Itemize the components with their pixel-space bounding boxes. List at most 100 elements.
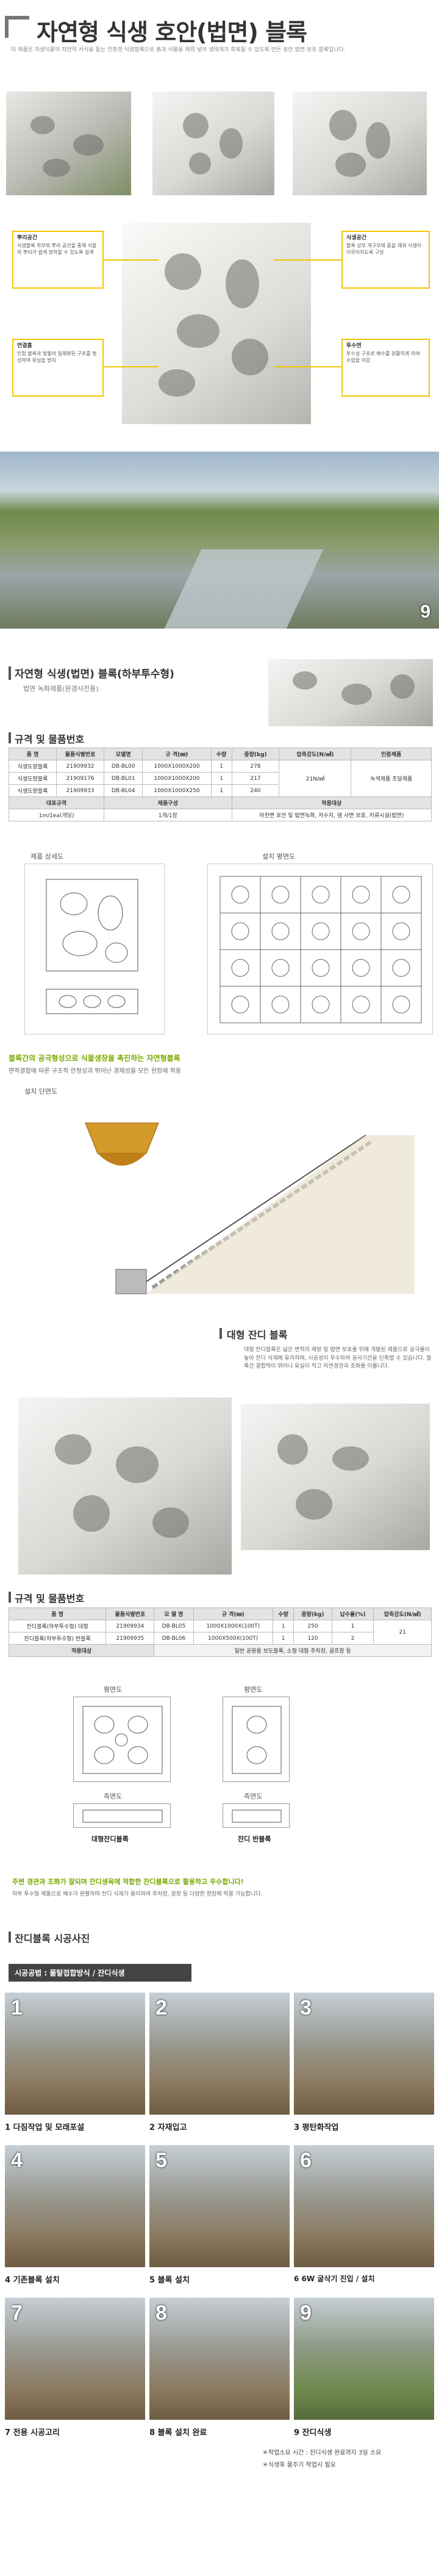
cell: 1000X1000X200	[142, 760, 212, 773]
spec2-h7: 압축강도(N/㎟)	[373, 1607, 432, 1620]
section3-title: 잔디블록 시공사진	[15, 1933, 90, 1944]
plan1-svg	[82, 1706, 163, 1774]
cell: 21909935	[105, 1632, 155, 1645]
photo-caption-7: 7 전용 시공고리	[5, 2428, 60, 2437]
section2-title: 대형 잔디 블록	[227, 1329, 288, 1341]
photo-number: 4	[11, 2149, 23, 2172]
callout-root-space: 뿌리공간 식생블록 하부의 뿌리 공간을 통해 식물의 뿌리가 쉽게 정착할 수…	[12, 231, 104, 289]
apply-head-0: 대표규격	[8, 796, 105, 809]
table-row: 식생도량블록 21909933 DB-BL04 1000X1000X250 1 …	[8, 784, 432, 797]
side2-svg	[232, 1809, 282, 1823]
drawing-install-label: 설치 평면도	[262, 853, 296, 860]
cell: 217	[231, 772, 280, 785]
drawing-install-svg	[220, 876, 422, 1023]
photo-number: 8	[155, 2301, 167, 2325]
spec1-h2: 모델명	[104, 748, 143, 760]
site-photo-1: 1	[5, 1993, 145, 2115]
spec2-table: 품 명 물품식별번호 모 델 명 규 격(㎜) 수량 중량(kg) 납수율(%)…	[8, 1607, 432, 1657]
spec1-h0: 품 명	[8, 748, 57, 760]
cell: 240	[231, 784, 280, 797]
side2-drawing	[223, 1803, 290, 1828]
spec1-strength: 21N/㎟	[279, 760, 352, 797]
spec2-apply-value: 일반 공원용 보도블록, 소형 대형 주차장, 골프장 등	[154, 1644, 432, 1657]
section1-bar	[9, 666, 11, 680]
photo-caption-9: 9 잔디식생	[294, 2428, 332, 2437]
callout-permeable-title: 투수면	[346, 343, 362, 349]
section1-title: 자연형 식생(법면) 블록(하부투수형)	[15, 668, 174, 680]
cell: 1000X1000X250	[142, 784, 212, 797]
photo-number: 3	[300, 1996, 312, 2019]
section-view-svg	[85, 1122, 415, 1294]
note-1: 면적결합에 따른 구조적 안정성과 뛰어난 경제성을 모든 현장에 적용	[9, 1068, 182, 1075]
intro-text: 이 제품은 자생식물의 자연적 서식을 돕는 친환경 식생블록으로 흙과 식물을…	[11, 47, 346, 53]
site-photo-9: 9	[294, 2298, 434, 2420]
cell: 2	[331, 1632, 374, 1645]
drawing-install	[207, 864, 433, 1034]
site-photo-8: 8	[149, 2298, 290, 2420]
cell: 21909934	[105, 1620, 155, 1633]
photo-caption-4: 4 기존블록 설치	[5, 2276, 60, 2285]
cell: 식생도량블록	[8, 760, 57, 773]
plan2-svg	[232, 1706, 282, 1774]
callout-root-space-title: 뿌리공간	[17, 235, 38, 241]
table-row: 식생도량블록 21909932 DB-BL00 1000X1000X200 1 …	[8, 760, 432, 797]
site-photo-3: 3	[294, 1993, 434, 2115]
spec1-table: 품 명 물품식별번호 모델명 규 격(㎜) 수량 중량(kg) 압축강도(N/㎟…	[8, 748, 432, 821]
spec1-cert: 녹색제품 조달제품	[351, 760, 432, 797]
cell: 1	[272, 1620, 294, 1633]
site-photo-4: 4	[5, 2145, 145, 2267]
spec2-strength: 21	[373, 1620, 432, 1645]
site-photo-2: 2	[149, 1993, 290, 2115]
photo-caption-1: 1 다짐작업 및 모래포설	[5, 2123, 85, 2132]
spec2-heading: 규격 및 물품번호	[15, 1593, 85, 1604]
cell: DB-BL06	[154, 1632, 194, 1645]
photo-number: 9	[300, 2301, 312, 2325]
side1-svg	[82, 1809, 163, 1823]
half-block-name: 잔디 반블록	[238, 1835, 271, 1843]
photo-number: 7	[11, 2301, 23, 2325]
side2-label: 측면도	[244, 1792, 263, 1800]
half-block-photo	[241, 1404, 430, 1550]
cell: DB-BL01	[104, 772, 143, 785]
block-photo-single	[152, 92, 274, 195]
cell: 21909932	[56, 760, 105, 773]
photo-caption-8: 8 블록 설치 완료	[149, 2428, 207, 2437]
spec1-h6: 압축강도(N/㎟)	[279, 748, 352, 760]
table-row: 대표규격 제품구성 적용대상	[8, 796, 432, 809]
callout-root-space-body: 식생블록 하부의 뿌리 공간을 통해 식물의 뿌리가 쉽게 정착할 수 있도록 …	[17, 243, 97, 255]
table-row: 잔디블록(하부투수형) 대형 21909934 DB-BL05 1000X100…	[8, 1620, 432, 1645]
section-view-label: 설치 단면도	[24, 1088, 58, 1095]
callout-line-bl	[104, 366, 159, 367]
spec2-bar	[9, 1592, 11, 1603]
table-row: 적용대상 일반 공원용 보도블록, 소형 대형 주차장, 골프장 등	[8, 1644, 432, 1657]
cell: 1m/1ea(개당)	[8, 809, 105, 821]
spec2-h1: 물품식별번호	[105, 1607, 155, 1620]
site-photo-5: 5	[149, 2145, 290, 2267]
section2-bar	[220, 1328, 222, 1339]
callout-joint-title: 연결홈	[17, 343, 32, 349]
apply-head-2: 적용대상	[231, 796, 432, 809]
photo-caption-2: 2 자재입고	[149, 2123, 187, 2132]
plan1-drawing	[73, 1697, 171, 1782]
spec1-h1: 물품식별번호	[56, 748, 105, 760]
cell: 1	[272, 1632, 294, 1645]
spec2-apply-label: 적용대상	[8, 1644, 155, 1657]
drawing-detail	[24, 864, 165, 1034]
cell: 1	[210, 772, 232, 785]
callout-line-tr	[274, 259, 341, 261]
cell: 1000X1000X200	[142, 772, 212, 785]
block-photo-grass	[6, 92, 131, 195]
site-photo-6: 6	[294, 2145, 434, 2267]
cell: 250	[293, 1620, 332, 1633]
cell: 1000X1000X(100T)	[193, 1620, 273, 1633]
callout-plant-space-body: 블록 상부 개구부에 흙을 채워 식생이 이루어지도록 구성	[346, 243, 422, 255]
photo-caption-6: 6 6W 굴삭기 진입 / 설치	[294, 2275, 375, 2283]
cell: 1000X500X(100T)	[193, 1632, 273, 1645]
table-row: 잔디블록(하부투수형) 반블록 21909935 DB-BL06 1000X50…	[8, 1632, 432, 1645]
cell: 1	[331, 1620, 374, 1633]
spec1-heading: 규격 및 물품번호	[15, 734, 85, 745]
callout-permeable: 투수면 투수성 구조로 배수를 원활하게 하여 수압을 저감	[341, 339, 430, 397]
large-block-photo	[18, 1398, 232, 1575]
callout-joint: 연결홈 인접 블록과 맞물려 일체화된 구조를 형성하여 유실을 방지	[12, 339, 104, 397]
footnote-2: ＊식생후 물주기 작업시 필요	[262, 2462, 336, 2469]
